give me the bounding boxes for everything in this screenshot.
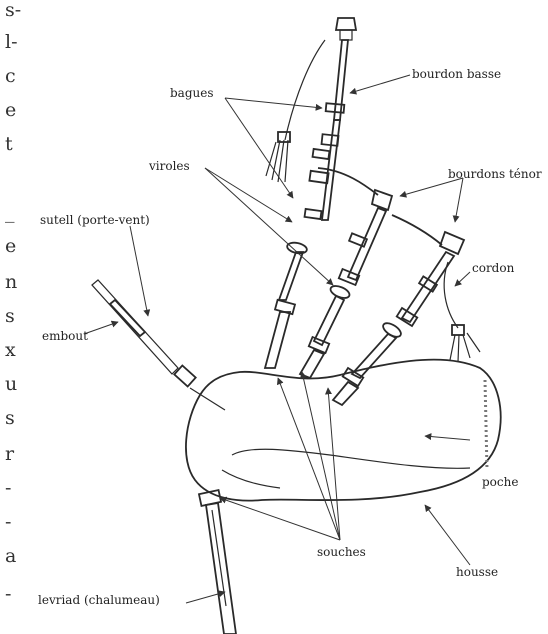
margin-letter: s (5, 407, 15, 429)
bag-illustration (186, 360, 501, 501)
margin-letter: l- (5, 31, 18, 53)
label-bourdon-basse: bourdon basse (412, 67, 501, 81)
label-sutell: sutell (porte-vent) (40, 213, 150, 227)
margin-letter: u (5, 373, 17, 395)
label-souches: souches (317, 545, 366, 559)
margin-letter: s (5, 305, 15, 327)
drone-cord (318, 168, 480, 362)
blowpipe (92, 280, 225, 410)
margin-letter: s- (5, 0, 21, 21)
margin-letter: a (5, 545, 16, 567)
bag-fold-line (222, 470, 280, 488)
bag-cover-outline (186, 360, 501, 501)
margin-letter: - (5, 477, 11, 499)
margin-letter: t (5, 133, 13, 155)
label-levriad: levriad (chalumeau) (38, 593, 160, 607)
label-embout: embout (42, 329, 88, 343)
label-housse: housse (456, 565, 498, 579)
tenor-drone-right (333, 232, 464, 405)
bag-shading (485, 380, 487, 470)
margin-letter: e (5, 99, 16, 121)
margin-text-column: s- l- c e t _ e n s x u s r - - a - (5, 0, 21, 605)
diagram-labels: bourdon basse bagues viroles bourdons té… (38, 67, 542, 607)
label-bagues: bagues (170, 86, 214, 100)
label-cordon: cordon (472, 261, 515, 275)
margin-letter: _ (5, 201, 15, 223)
label-poche: poche (482, 475, 518, 489)
margin-letter: - (5, 511, 11, 533)
label-bourdons-tenor: bourdons ténor (448, 167, 542, 181)
chanter (199, 490, 236, 634)
bag-fold-line (232, 449, 470, 468)
bass-drone (265, 18, 356, 368)
margin-letter: x (5, 339, 16, 361)
margin-letter: e (5, 235, 16, 257)
margin-letter: r (5, 443, 15, 465)
margin-letter: n (5, 271, 17, 293)
margin-letter: c (5, 65, 16, 87)
label-viroles: viroles (148, 159, 190, 173)
margin-letter: - (5, 583, 11, 605)
